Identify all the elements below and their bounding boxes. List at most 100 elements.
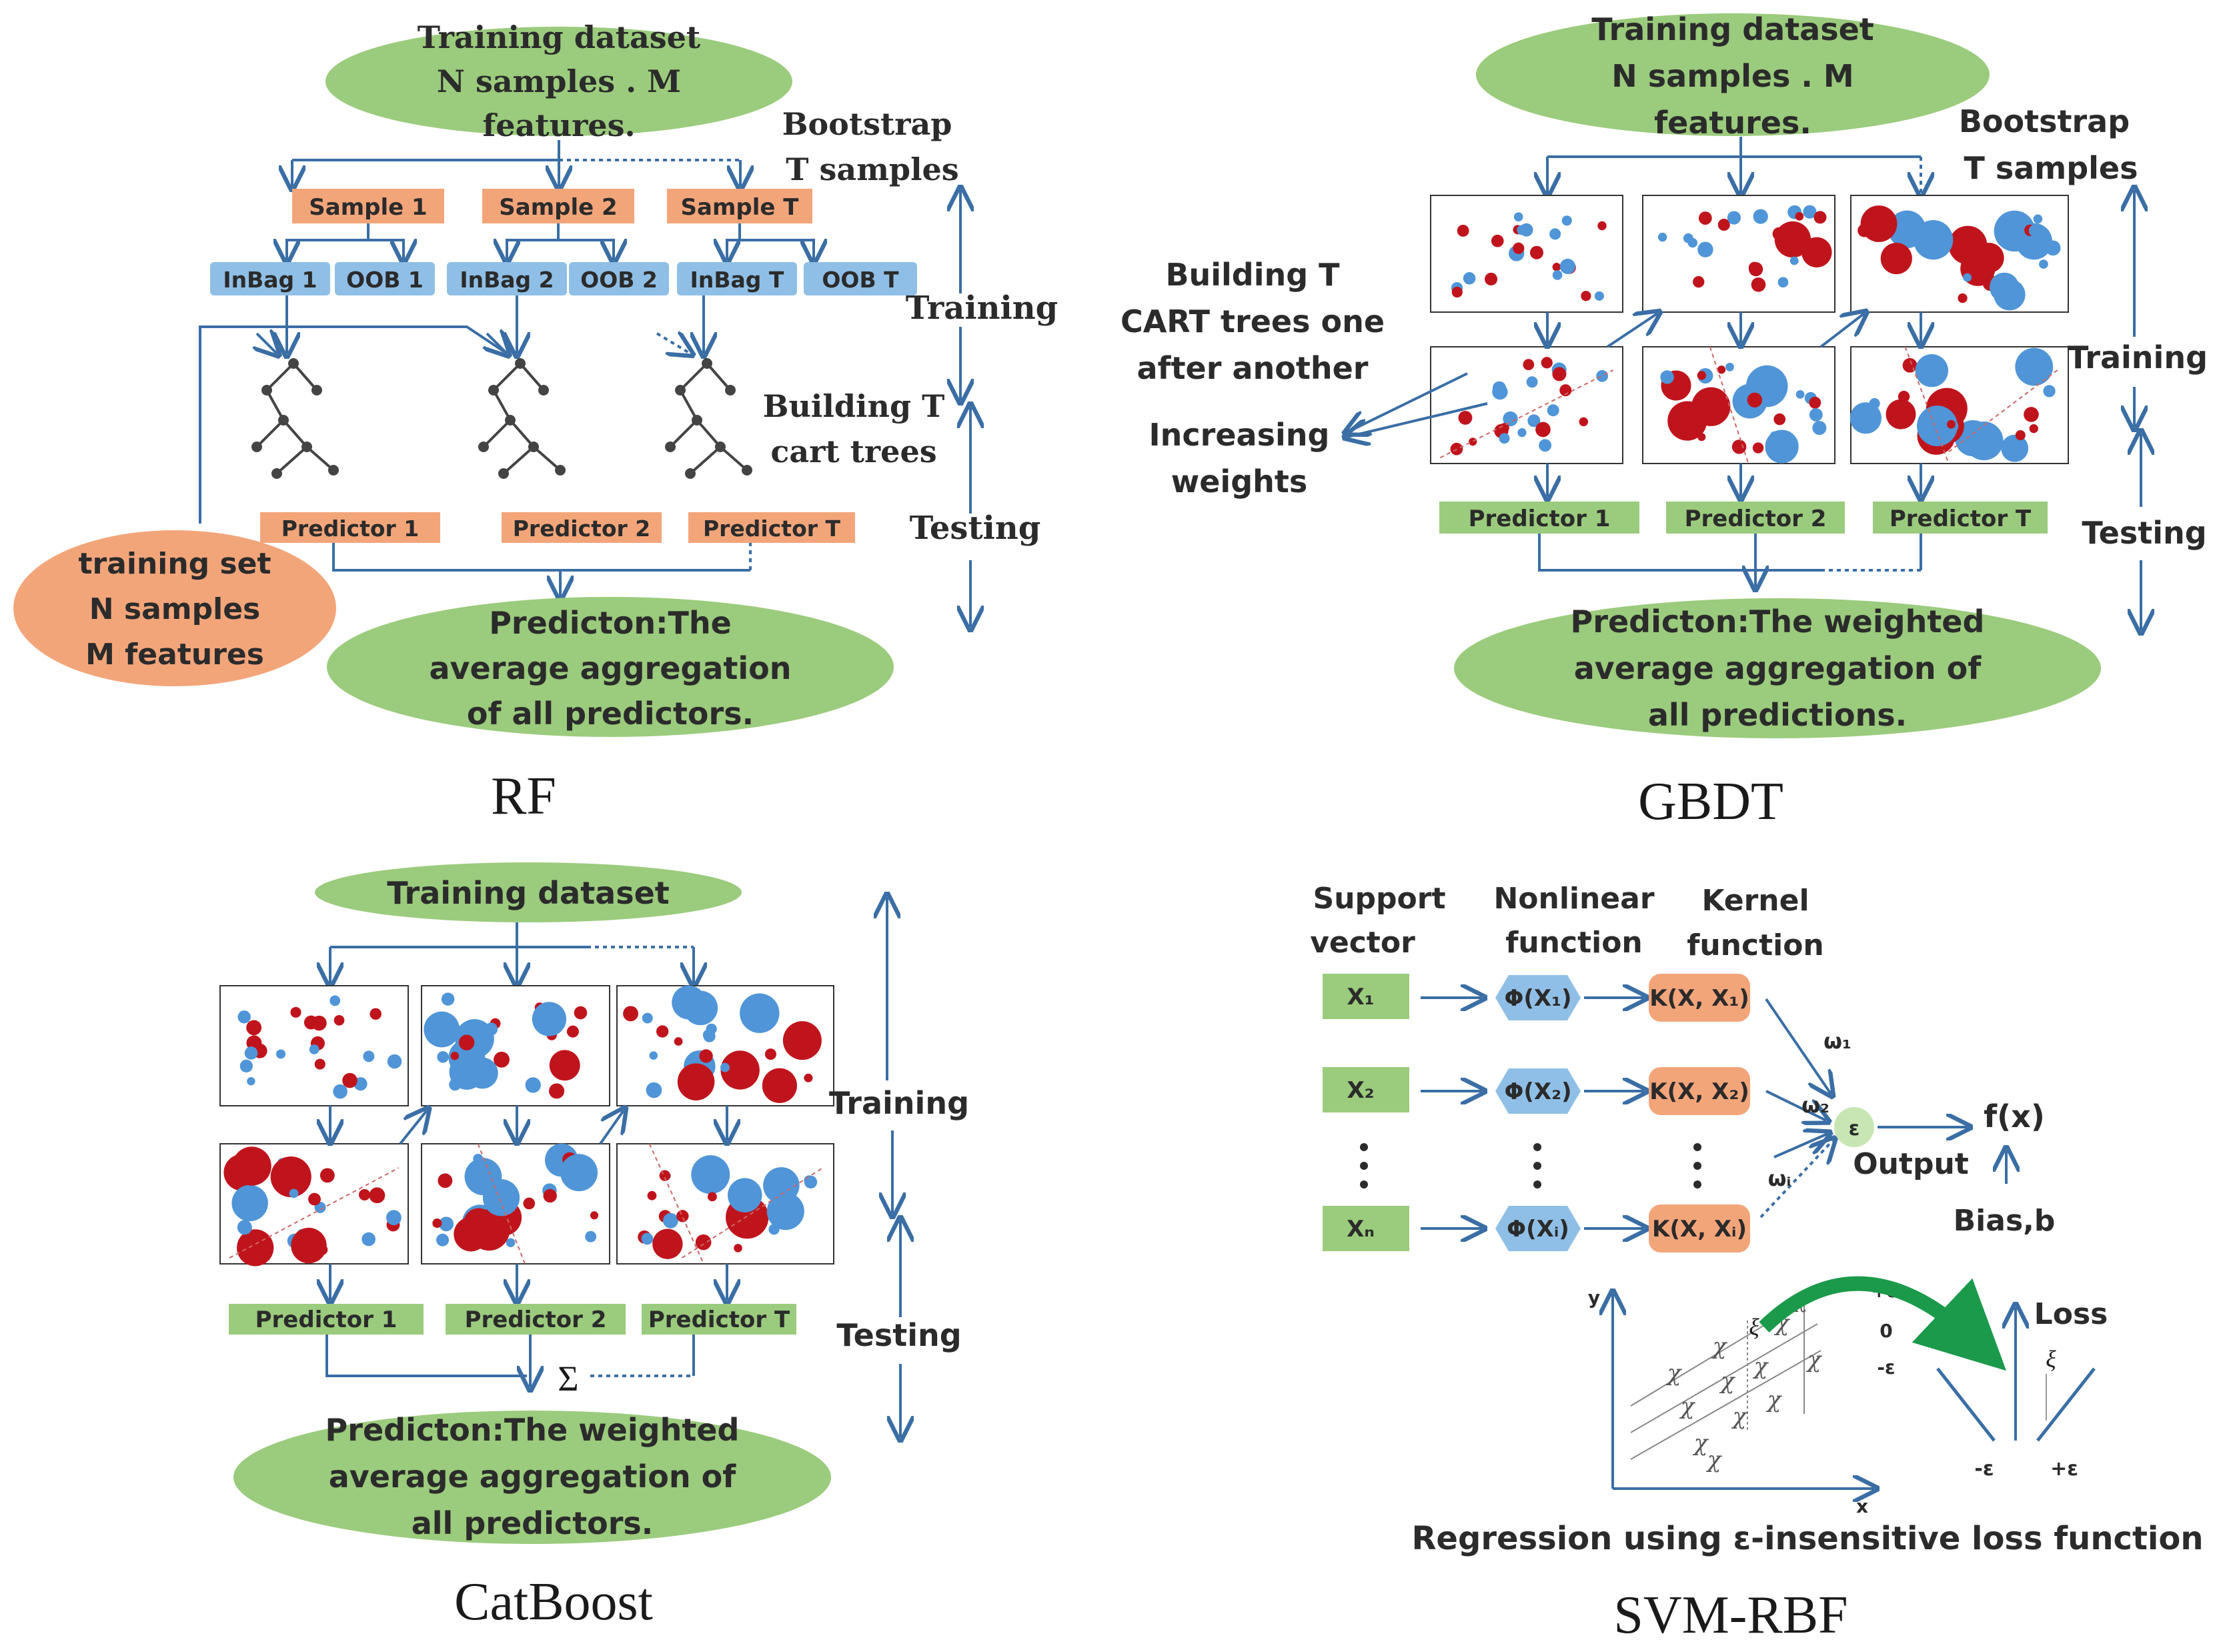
gbdt-predictor-2: Predictor 2 [1685, 506, 1827, 532]
red-dot [549, 1083, 565, 1099]
red-dot [458, 1034, 475, 1050]
rf-sample-1-label: Sample 1 [309, 194, 427, 221]
blue-dot [641, 1232, 654, 1245]
gbdt-building-line-2: CART trees one [1121, 303, 1385, 339]
blue-dot [289, 1188, 299, 1198]
svm-weight-2: ω₂ [1801, 1092, 1829, 1118]
red-dot [695, 1234, 712, 1251]
red-dot [1773, 413, 1786, 426]
rf-predictor-t: Predictor T [703, 516, 841, 542]
rf-prediction-line-2: average aggregation [430, 650, 792, 686]
data-point-mark: χ [1693, 1430, 1709, 1457]
svm-header-kernel-1: Kernel [1701, 884, 1809, 918]
tree-node [278, 415, 289, 426]
gbdt-prediction-line-3: all predictions. [1648, 697, 1907, 733]
rf-testing-label: Testing [910, 510, 1041, 547]
blue-dot [1499, 433, 1510, 444]
blue-dot [309, 1044, 319, 1054]
red-dot [308, 1192, 321, 1206]
svm-plot-x-label: x [1856, 1495, 1868, 1517]
red-dot [543, 1188, 557, 1203]
blue-dot [247, 1077, 255, 1086]
svm-loss-plus-eps: +ε [2050, 1457, 2078, 1481]
svm-caption: SVM-RBF [1613, 1586, 1847, 1645]
blue-dot [244, 1046, 258, 1060]
tree-node [515, 358, 526, 369]
red-dot [1523, 359, 1535, 371]
red-dot [358, 1188, 371, 1201]
catboost-panel: Training dataset Training Testing Predic… [219, 862, 969, 1631]
svm-loss-minus-eps: -ε [1974, 1457, 1994, 1481]
red-dot [1752, 442, 1764, 454]
svm-kernel-1: K(X, X₁) [1649, 985, 1749, 1012]
red-dot [549, 1050, 580, 1081]
svm-output-label: Output [1853, 1147, 1969, 1181]
gbdt-increasing-line-2: weights [1171, 464, 1308, 500]
blue-dot [387, 1054, 402, 1069]
blue-dot [1697, 241, 1713, 257]
red-dot [464, 1208, 494, 1238]
catboost-scatter-panels [219, 985, 834, 1301]
blue-dot [436, 1233, 450, 1247]
red-dot [1774, 221, 1811, 258]
blue-dot [2015, 347, 2054, 386]
red-dot [1947, 420, 1956, 429]
red-dot [1717, 218, 1730, 231]
red-dot [674, 1037, 683, 1046]
svm-weight-1: ω₁ [1823, 1028, 1851, 1054]
red-dot [1749, 262, 1763, 277]
rf-tree-t [665, 358, 752, 479]
blue-dot [1727, 211, 1741, 225]
blue-dot [560, 1154, 598, 1192]
tree-node [685, 468, 696, 479]
rf-dataset-ellipse [325, 27, 792, 136]
red-dot [291, 1227, 327, 1264]
rf-prediction-line-1: Predicton:The [489, 605, 732, 641]
red-dot [566, 1025, 579, 1038]
red-dot [1902, 357, 1918, 373]
rf-dataset-line-1: Training dataset [418, 19, 701, 55]
blue-dot [464, 1158, 502, 1196]
blue-dot [1809, 408, 1823, 422]
red-dot [1552, 367, 1567, 381]
svm-input-n: Xₙ [1347, 1216, 1375, 1243]
blue-dot [424, 1011, 460, 1048]
rf-sample-2-label: Sample 2 [499, 194, 617, 221]
blue-dot [1517, 428, 1527, 438]
blue-dot [231, 1184, 268, 1222]
rf-oob-1: OOB 1 [346, 267, 424, 293]
red-dot [1698, 211, 1712, 225]
svm-sum-node-label: ε [1849, 1117, 1860, 1140]
data-point-mark: χ [1706, 1447, 1723, 1473]
red-dot [623, 1006, 638, 1022]
red-dot [1513, 242, 1525, 254]
red-dot [1974, 242, 2004, 273]
blue-dot [242, 1185, 251, 1194]
blue-dot [1687, 237, 1698, 248]
blue-dot [1547, 404, 1559, 417]
red-dot [804, 1073, 813, 1082]
blue-dot [804, 1175, 818, 1189]
tree-node [665, 442, 676, 452]
blue-dot [1559, 258, 1575, 275]
svm-plot-xi: ξ [1749, 1314, 1759, 1341]
rf-predictor-1: Predictor 1 [281, 516, 420, 542]
blue-dot [2033, 214, 2043, 224]
red-dot [1458, 410, 1473, 425]
red-dot [1581, 291, 1591, 301]
gbdt-dataset-line-1: Training dataset [1591, 11, 1874, 47]
rf-building-line-2: cart trees [770, 434, 936, 470]
blue-dot [386, 1210, 402, 1226]
blue-dot [1795, 389, 1805, 399]
blue-dot [237, 1220, 252, 1235]
blue-dot [1527, 414, 1541, 428]
blue-dot [720, 1062, 730, 1072]
blue-dot [2028, 224, 2041, 237]
blue-dot [2001, 434, 2029, 462]
red-dot [707, 1192, 717, 1202]
red-dot [290, 1006, 301, 1018]
red-dot [1451, 286, 1463, 298]
tree-node [498, 468, 509, 479]
tree-node [692, 415, 702, 426]
blue-dot [276, 1049, 286, 1059]
